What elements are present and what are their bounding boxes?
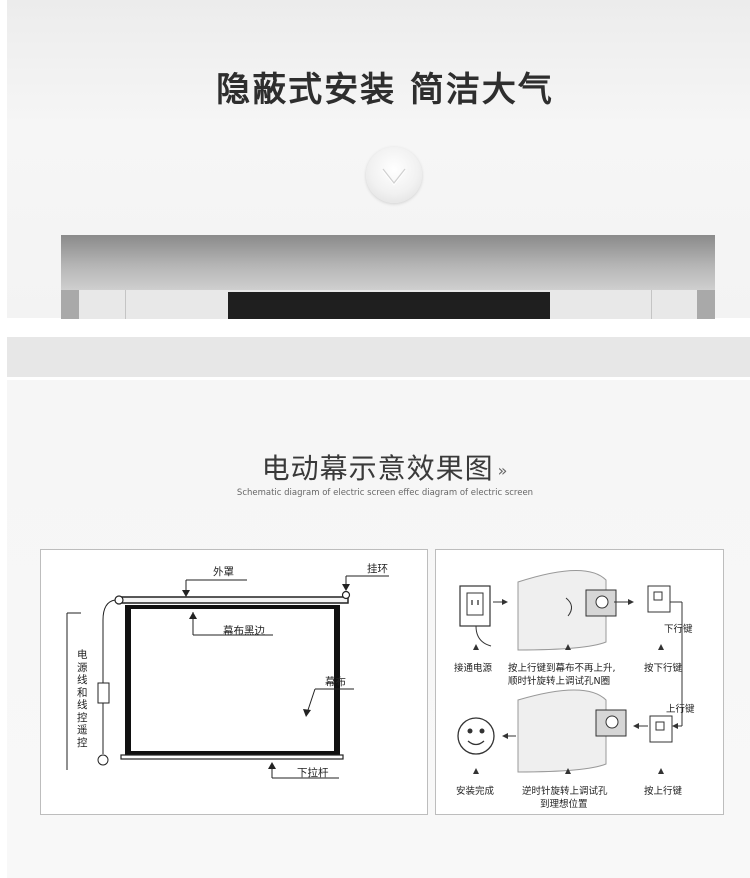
label-press-down: 按下行键 <box>644 663 683 674</box>
scroll-down-button[interactable] <box>366 147 422 203</box>
ceiling-groove <box>125 290 126 319</box>
hidden-screen-slot <box>228 292 550 319</box>
label-press-up-key: 按上行键 <box>644 786 683 797</box>
ceiling-groove <box>651 290 652 319</box>
screen-structure-diagram: 外罩 挂环 幕布黑边 幕布 下拉杆 电源线和线控遥控 <box>40 549 428 815</box>
label-power-on: 接通电源 <box>454 663 493 674</box>
installation-steps-diagram: 接通电源 按上行键到幕布不再上升, 顺时针旋转上调试孔N圈 按下行键 下行键 上… <box>435 549 724 815</box>
label-down-key: 下行键 <box>664 624 693 635</box>
section-title: 电动幕示意效果图» <box>0 447 750 487</box>
label-power-line: 电源线和线控遥控 <box>77 649 88 749</box>
label-hanging-ring: 挂环 <box>367 563 388 575</box>
label-reverse-line2: 到理想位置 <box>540 799 588 810</box>
label-press-up-line2: 顺时针旋转上调试孔N圈 <box>508 676 611 687</box>
chevron-down-icon <box>382 168 406 186</box>
label-screen: 幕布 <box>325 676 346 688</box>
section-subtitle: Schematic diagram of electric screen eff… <box>236 488 534 498</box>
label-up-key: 上行键 <box>666 704 695 715</box>
ceiling-surface <box>61 235 715 290</box>
section-divider <box>7 337 750 377</box>
ceiling-wall-right <box>697 290 715 319</box>
label-screen-black-border: 幕布黑边 <box>223 625 265 637</box>
label-reverse-line1: 逆时针旋转上调试孔 <box>522 786 608 797</box>
ceiling-wall-left <box>61 290 79 319</box>
ceiling-photo <box>61 235 715 319</box>
label-outer-cover: 外罩 <box>213 566 234 578</box>
installation-steps-drawing <box>457 570 683 774</box>
label-press-up-line1: 按上行键到幕布不再上升, <box>508 663 616 674</box>
label-install-done: 安装完成 <box>456 786 495 797</box>
label-pull-bar: 下拉杆 <box>297 767 329 779</box>
section-title-text: 电动幕示意效果图 <box>261 452 494 485</box>
hero-headline: 隐蔽式安装 简洁大气 <box>216 70 554 110</box>
double-chevron-icon: » <box>497 460 509 480</box>
screen-structure-drawing <box>66 575 389 779</box>
